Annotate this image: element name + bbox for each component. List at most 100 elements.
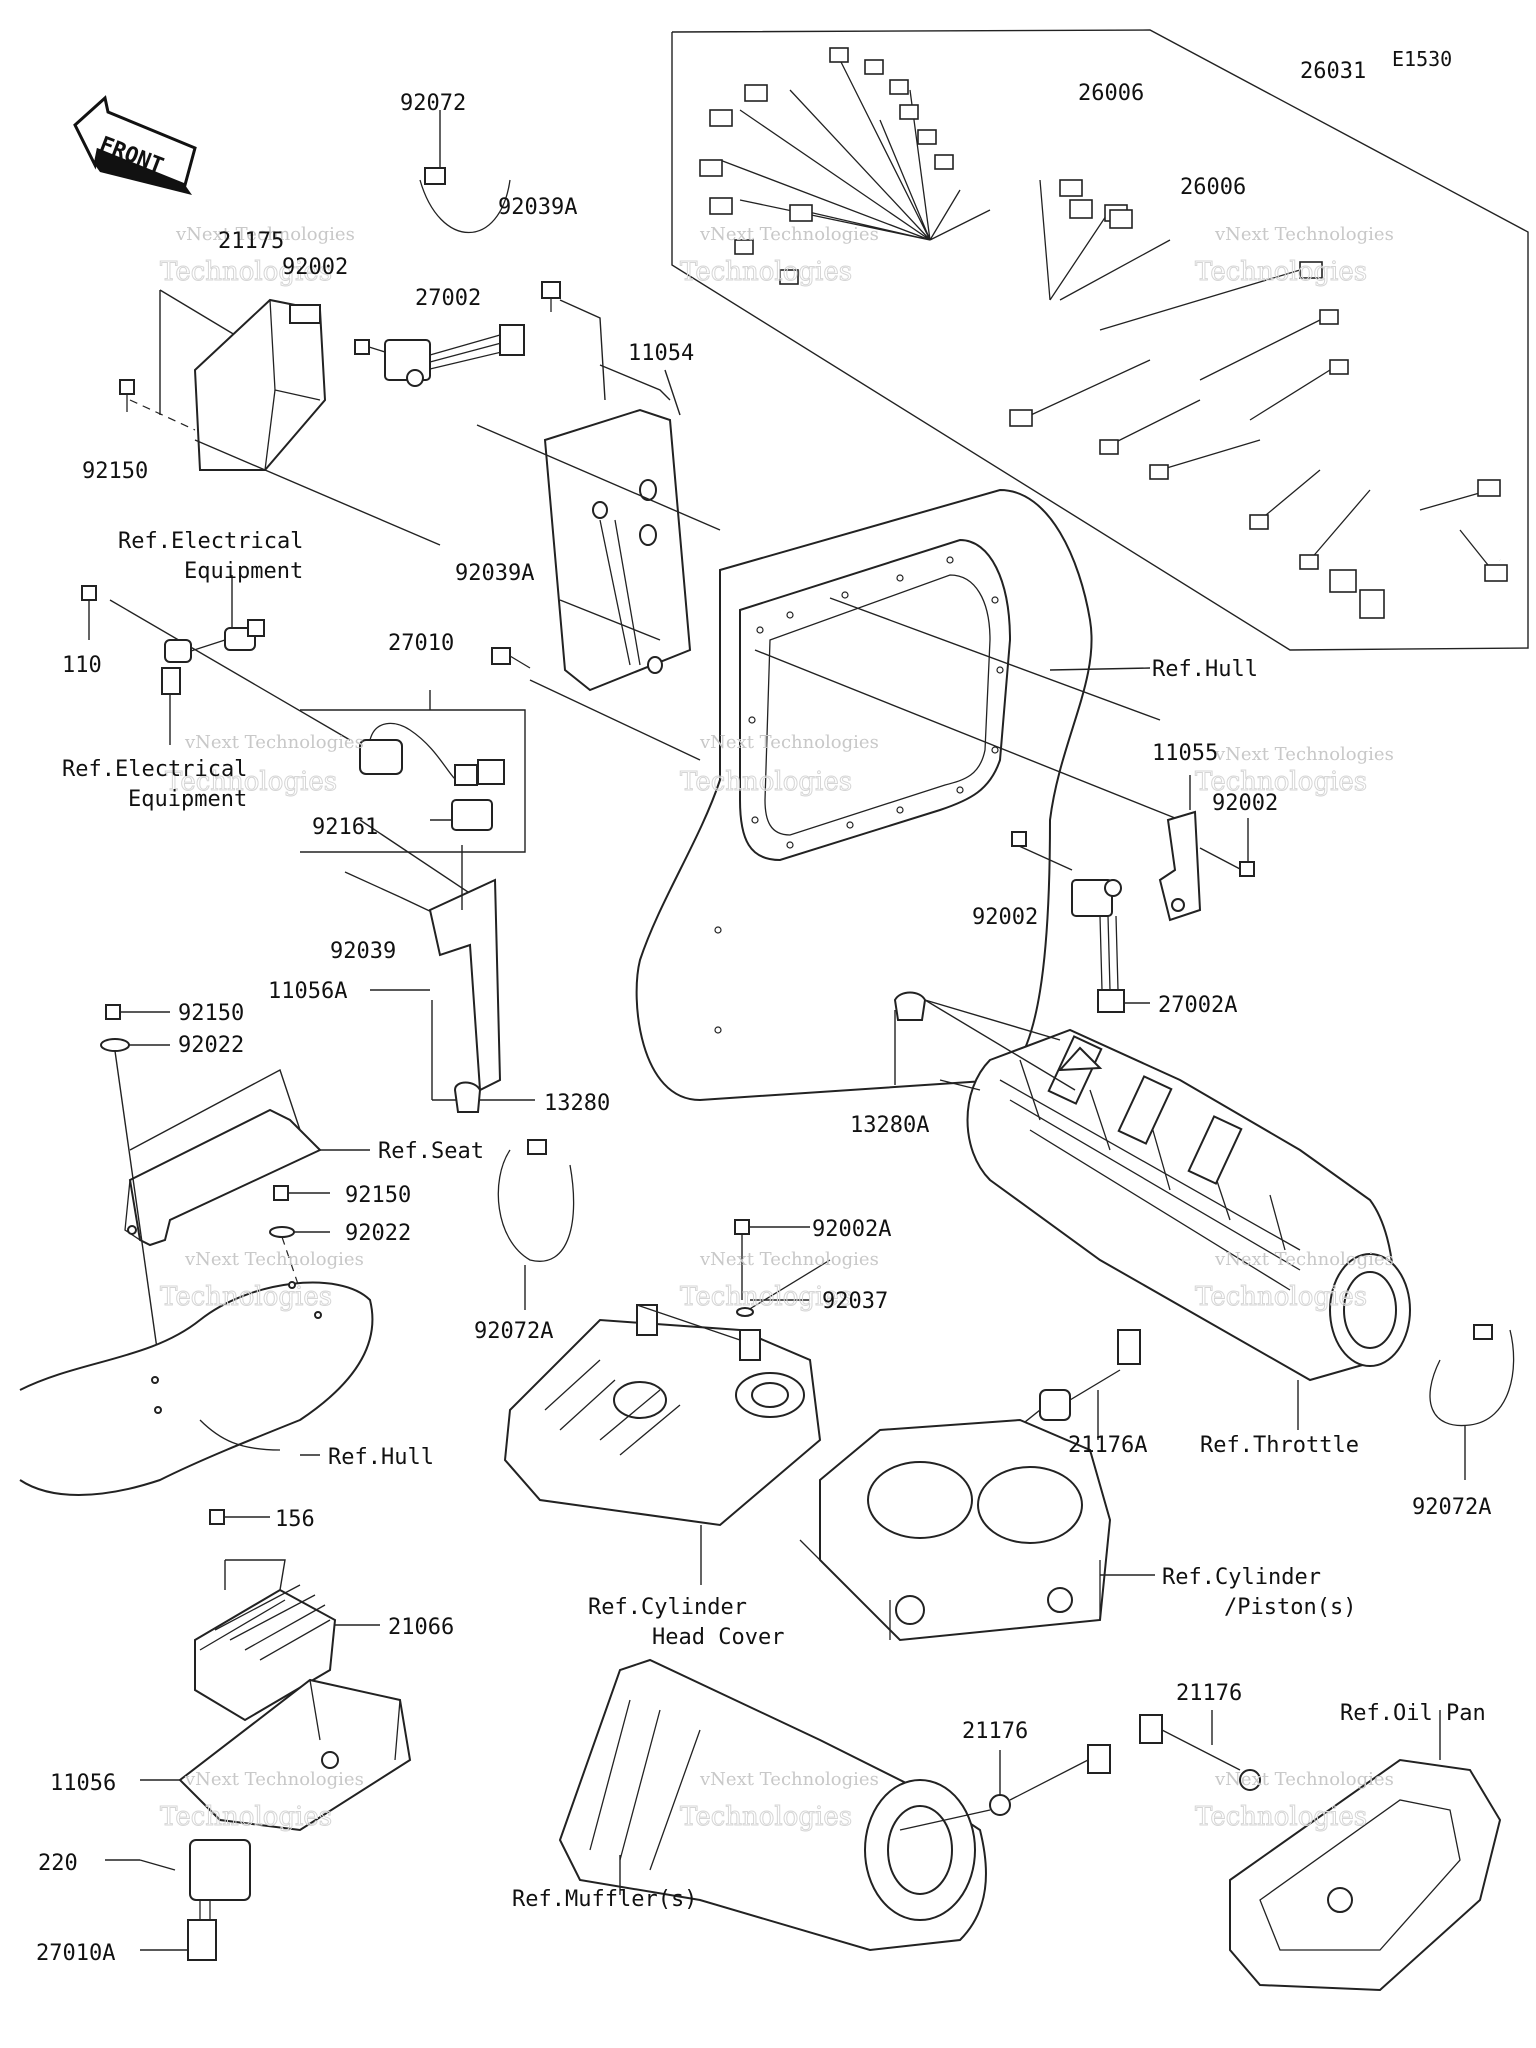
cylinder-head-cover <box>503 1304 822 1585</box>
hull-upper-section <box>635 488 1151 1102</box>
throttle-body <box>939 1028 1411 1430</box>
svg-text:vNext Technologies: vNext Technologies <box>184 1769 364 1790</box>
regulator-box-27010 <box>300 690 526 853</box>
label-ref-cylinder-piston-a: Ref.Cylinder <box>1162 1565 1321 1590</box>
svg-text:vNext Technologies: vNext Technologies <box>184 1249 364 1270</box>
diagram-id: E1530 <box>1392 47 1452 71</box>
svg-text:vNext Technologies: vNext Technologies <box>1214 224 1394 245</box>
relay-27010A <box>140 1839 251 1961</box>
label-26031: 26031 <box>1300 59 1366 84</box>
main-harness-26031 <box>699 47 1508 619</box>
rod-92037 <box>736 1259 831 1317</box>
label-ref-muffler: Ref.Muffler(s) <box>512 1887 697 1912</box>
label-13280: 13280 <box>544 1091 610 1116</box>
label-92039: 92039 <box>330 939 396 964</box>
label-ref-hull-low: Ref.Hull <box>328 1445 434 1470</box>
label-92022-top: 92022 <box>178 1033 244 1058</box>
label-21176-b: 21176 <box>1176 1681 1242 1706</box>
svg-text:Technologies: Technologies <box>680 257 852 287</box>
svg-text:vNext Technologies: vNext Technologies <box>1214 744 1394 765</box>
svg-text:Technologies: Technologies <box>160 257 332 287</box>
label-ref-cylinder-head-b: Head Cover <box>652 1625 784 1650</box>
label-11056: 11056 <box>50 1771 116 1796</box>
label-11054: 11054 <box>628 341 694 366</box>
clip-92039A-mid <box>491 647 531 669</box>
label-92072A-right: 92072A <box>1412 1495 1491 1520</box>
svg-text:vNext Technologies: vNext Technologies <box>699 1769 879 1790</box>
label-92161: 92161 <box>312 815 378 840</box>
label-27002: 27002 <box>415 286 481 311</box>
label-ref-electrical-2a: Ref.Electrical <box>62 757 247 782</box>
bolt-92150-top <box>119 379 196 431</box>
bolt-220 <box>105 1859 176 1871</box>
assembly-leader-lines <box>109 424 1181 901</box>
part-labels: 92072 21175 92039A 92002 27002 11054 921… <box>36 59 1491 1966</box>
watermarks: vNext Technologies vNext Technologies vN… <box>160 224 1394 1833</box>
bolt-92150-mid <box>105 1004 170 1020</box>
label-27002A: 27002A <box>1158 993 1237 1018</box>
label-21175: 21175 <box>218 229 284 254</box>
svg-text:Technologies: Technologies <box>1195 257 1367 287</box>
strap-92072A-right <box>1429 1324 1515 1480</box>
bolt-92150-low <box>273 1185 330 1201</box>
svg-text:Technologies: Technologies <box>1195 767 1367 797</box>
harness-outline-box <box>671 29 1529 651</box>
svg-text:vNext Technologies: vNext Technologies <box>175 224 355 245</box>
svg-text:Technologies: Technologies <box>680 1282 852 1312</box>
label-92039A-top: 92039A <box>498 195 577 220</box>
svg-text:vNext Technologies: vNext Technologies <box>699 732 879 753</box>
label-ref-electrical-1b: Equipment <box>184 559 303 584</box>
ecu-21175 <box>159 289 327 471</box>
label-26006-b: 26006 <box>1180 175 1246 200</box>
label-92002-mid: 92002 <box>972 905 1038 930</box>
label-ref-electrical-1a: Ref.Electrical <box>118 529 303 554</box>
svg-text:vNext Technologies: vNext Technologies <box>1214 1769 1394 1790</box>
label-ref-oil-pan: Ref.Oil Pan <box>1340 1701 1486 1726</box>
label-27010: 27010 <box>388 631 454 656</box>
label-92150-mid: 92150 <box>178 1001 244 1026</box>
bolt-92002-right <box>1199 818 1255 877</box>
sensor-21176-right <box>1139 1710 1261 1791</box>
strap-92072A-left <box>497 1139 575 1310</box>
relay-27002 <box>354 324 525 387</box>
label-ref-hull-top: Ref.Hull <box>1152 657 1258 682</box>
svg-text:Technologies: Technologies <box>160 1802 332 1832</box>
label-ref-throttle: Ref.Throttle <box>1200 1433 1359 1458</box>
svg-text:Technologies: Technologies <box>1195 1802 1367 1832</box>
ref-electrical-connector-upper <box>161 575 265 745</box>
svg-text:Technologies: Technologies <box>160 1282 332 1312</box>
label-92002-top: 92002 <box>282 255 348 280</box>
label-92150-low: 92150 <box>345 1183 411 1208</box>
bolt-110 <box>81 585 97 640</box>
svg-text:Technologies: Technologies <box>1195 1282 1367 1312</box>
svg-text:Technologies: Technologies <box>680 1802 852 1832</box>
label-21066: 21066 <box>388 1615 454 1640</box>
label-92022-low: 92022 <box>345 1221 411 1246</box>
label-156: 156 <box>275 1507 315 1532</box>
sensor-27002A <box>1071 879 1150 1013</box>
seat-bracket <box>124 1068 370 1247</box>
washer-92022-top <box>100 1038 170 1371</box>
svg-text:vNext Technologies: vNext Technologies <box>699 1249 879 1270</box>
label-ref-cylinder-piston-b: /Piston(s) <box>1224 1595 1356 1620</box>
label-ref-electrical-2b: Equipment <box>128 787 247 812</box>
oil-pan <box>1229 1710 1502 1992</box>
hull-lower-section <box>19 1281 374 1496</box>
muffler <box>558 1658 987 1952</box>
bolt-92002A <box>734 1219 810 1300</box>
label-27010A: 27010A <box>36 1941 115 1966</box>
label-110: 110 <box>62 653 102 678</box>
svg-text:vNext Technologies: vNext Technologies <box>1214 1249 1394 1270</box>
washer-92022-low <box>269 1226 330 1291</box>
svg-text:vNext Technologies: vNext Technologies <box>184 732 364 753</box>
label-92002A: 92002A <box>812 1217 891 1242</box>
strap-92072 <box>419 110 511 233</box>
bracket-11054 <box>543 299 692 692</box>
bolt-156 <box>209 1509 270 1590</box>
label-26006-a: 26006 <box>1078 81 1144 106</box>
label-11055: 11055 <box>1152 741 1218 766</box>
label-21176-a: 21176 <box>962 1719 1028 1744</box>
clip-92039A-top <box>541 281 561 312</box>
label-92002-right: 92002 <box>1212 791 1278 816</box>
